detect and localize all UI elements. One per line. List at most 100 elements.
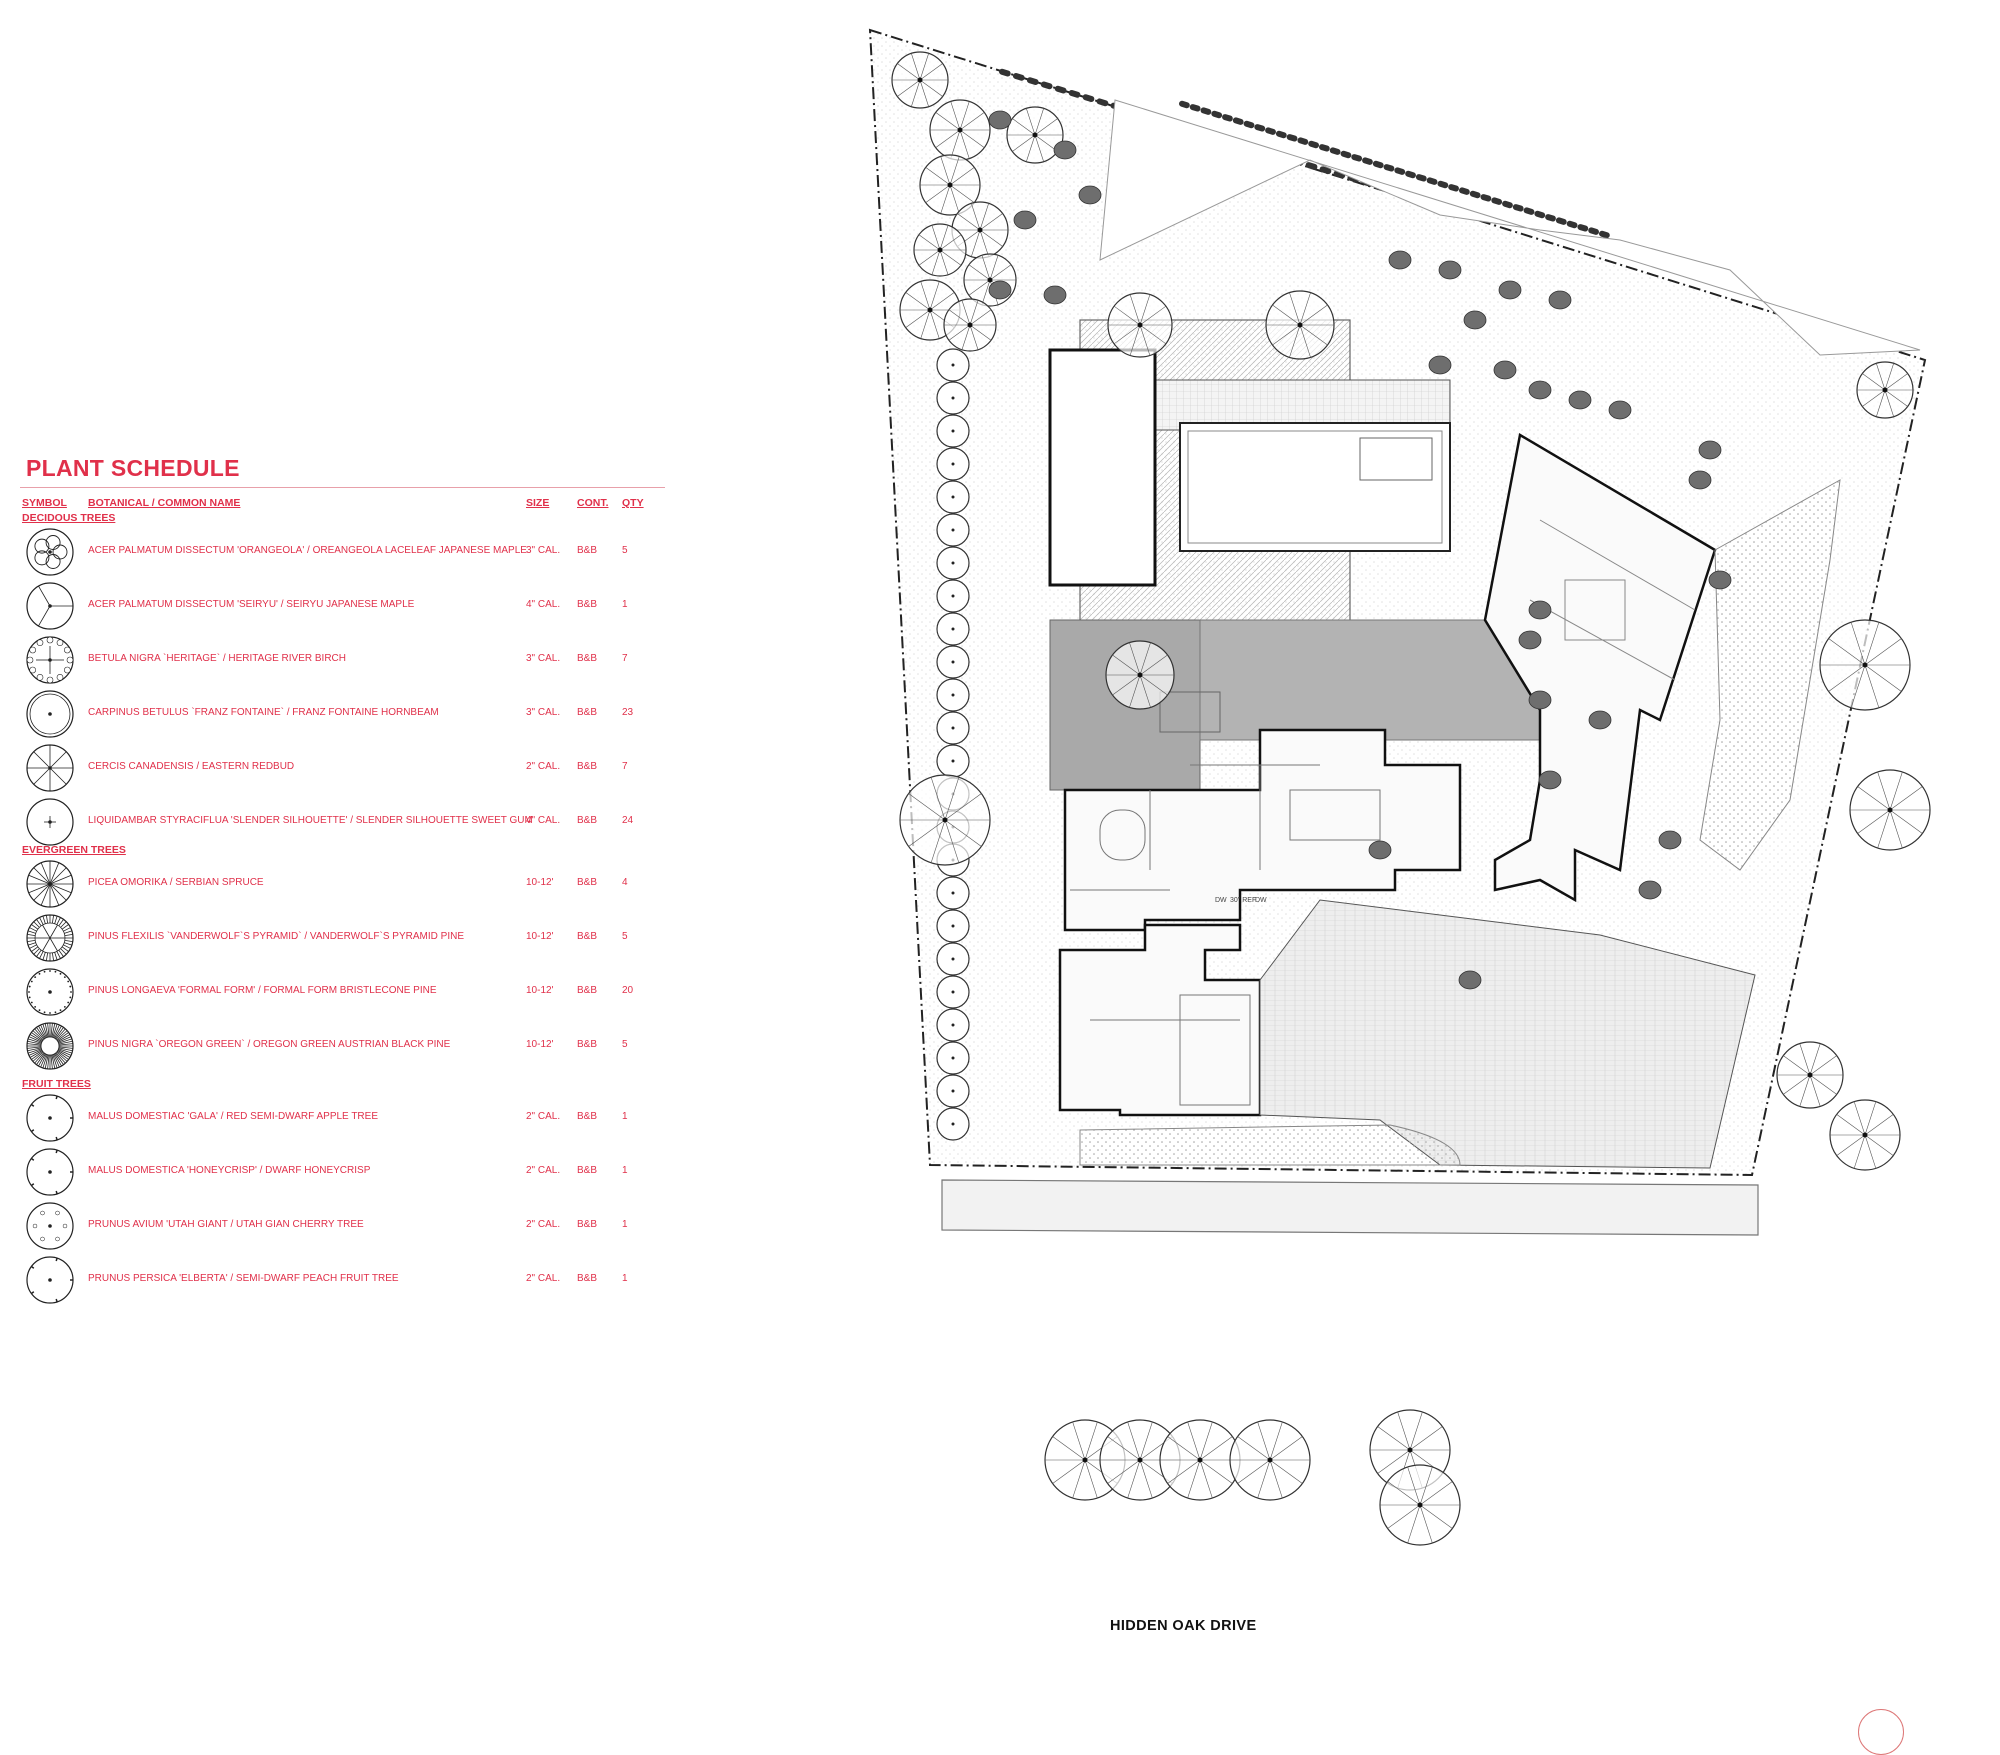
canopy-spoke	[1809, 1055, 1837, 1076]
shrub-layer	[988, 110, 1732, 990]
fence-segment	[1318, 144, 1330, 152]
canopy-spoke	[1857, 786, 1891, 811]
canopy-spoke	[931, 249, 941, 275]
canopy-spoke	[1187, 1459, 1201, 1499]
wavy-circle-icon	[26, 1202, 74, 1250]
canopy-spoke	[961, 300, 971, 326]
canopy-spoke	[919, 79, 943, 97]
canopy-spoke	[1884, 363, 1894, 391]
fence-segment	[1096, 98, 1109, 107]
fence-segment	[1351, 154, 1363, 162]
canopy-spoke	[1864, 1101, 1877, 1136]
schedule-row: CARPINUS BETULUS `FRANZ FONTAINE` / FRAN…	[20, 688, 665, 742]
shrub	[1528, 380, 1552, 400]
canopy-spoke	[1884, 373, 1908, 391]
canopy-spoke	[1387, 1504, 1421, 1529]
plant-name: ACER PALMATUM DISSECTUM 'ORANGEOLA' / OR…	[88, 545, 527, 556]
canopy-spoke	[929, 281, 940, 311]
crosshair-circle-icon	[26, 798, 74, 846]
shrub	[1548, 290, 1572, 310]
tree-trunk-dot	[1297, 322, 1303, 328]
fence-segment	[1491, 197, 1503, 205]
canopy-spoke	[950, 129, 961, 159]
canopy-spoke	[949, 184, 960, 214]
canopy-spoke	[1889, 771, 1903, 811]
tree-trunk-dot	[1862, 1132, 1868, 1138]
canopy-spoke	[1269, 1459, 1283, 1499]
canopy-spoke	[1107, 1436, 1141, 1461]
fence-segment	[1372, 160, 1384, 169]
canopy-spoke	[1269, 1436, 1303, 1461]
plant-size: 2" CAL.	[526, 761, 561, 772]
notched-circle-icon	[26, 1148, 74, 1196]
canopy-spoke	[918, 249, 941, 266]
canopy-spoke	[905, 309, 931, 328]
tree-trunk-dot	[951, 660, 955, 664]
fence-segment	[1362, 157, 1373, 165]
plant-name: PRUNUS AVIUM 'UTAH GIANT / UTAH GIAN CHE…	[88, 1219, 364, 1230]
canopy-spoke	[1299, 324, 1311, 358]
schedule-row: PRUNUS AVIUM 'UTAH GIANT / UTAH GIAN CHE…	[20, 1200, 665, 1254]
canopy-spoke	[931, 225, 941, 251]
plant-container: B&B	[577, 877, 598, 888]
plant-size: 4" CAL.	[526, 815, 561, 826]
plant-quantity: 5	[622, 1039, 628, 1050]
canopy-spoke	[1139, 294, 1151, 326]
plant-container: B&B	[577, 653, 598, 664]
tree-trunk-dot	[951, 891, 955, 895]
fence-segment	[1523, 207, 1535, 215]
fence-segment	[1588, 227, 1600, 235]
room-tag-ref: 30" REF	[1230, 897, 1256, 904]
category-label: FRUIT TREES	[22, 1078, 91, 1090]
canopy-spoke	[1139, 674, 1168, 696]
canopy-spoke	[1072, 1421, 1086, 1461]
tree-trunk-dot	[927, 307, 933, 313]
fence-segment	[1040, 81, 1053, 90]
schedule-divider	[20, 487, 665, 488]
shrub	[1608, 400, 1632, 420]
north-arrow-mark	[1858, 1709, 1904, 1755]
canopy-spoke	[1299, 324, 1328, 346]
plant-name: PINUS NIGRA `OREGON GREEN` / OREGON GREE…	[88, 1039, 451, 1050]
spa	[1359, 437, 1433, 481]
scalloped-circle-icon	[26, 636, 74, 684]
canopy-spoke	[1139, 654, 1168, 676]
canopy-spoke	[989, 264, 1012, 281]
plant-size: 10-12'	[526, 985, 554, 996]
tree-trunk-dot	[951, 990, 955, 994]
tree-layer	[891, 51, 1931, 1546]
canopy-spoke	[1199, 1459, 1233, 1484]
fence-segment	[1340, 150, 1352, 159]
canopy-spoke	[1419, 1481, 1453, 1506]
plant-container: B&B	[577, 599, 598, 610]
canopy-spoke	[1857, 809, 1891, 834]
canopy-spoke	[1187, 1421, 1201, 1461]
fence-segment	[1448, 184, 1460, 192]
canopy-spoke	[1112, 674, 1141, 696]
plant-container: B&B	[577, 707, 598, 718]
canopy-spoke	[979, 229, 1003, 247]
interior-walls	[1070, 764, 1381, 1106]
canopy-spoke	[981, 255, 991, 281]
canopy-spoke	[957, 213, 981, 231]
canopy-spoke	[1129, 294, 1141, 326]
east-garden-bed	[1699, 479, 1841, 871]
canopy-spoke	[1272, 324, 1301, 346]
plant-quantity: 1	[622, 1219, 628, 1230]
canopy-spoke	[1876, 389, 1886, 417]
canopy-spoke	[1889, 809, 1903, 849]
canopy-spoke	[1419, 1466, 1433, 1506]
shrub	[1708, 570, 1732, 590]
canopy-spoke	[968, 279, 991, 296]
fence-segment	[1211, 110, 1223, 119]
tree-trunk-dot	[942, 817, 948, 823]
fence-segment	[1566, 220, 1578, 229]
canopy-spoke	[969, 300, 979, 326]
tree-trunk-dot	[937, 247, 943, 253]
shrub	[1078, 185, 1102, 205]
canopy-spoke	[1836, 1114, 1866, 1136]
tree-trunk-dot	[947, 182, 953, 188]
canopy-spoke	[939, 225, 949, 251]
fence-segment	[1305, 162, 1318, 170]
plant-quantity: 23	[622, 707, 634, 718]
